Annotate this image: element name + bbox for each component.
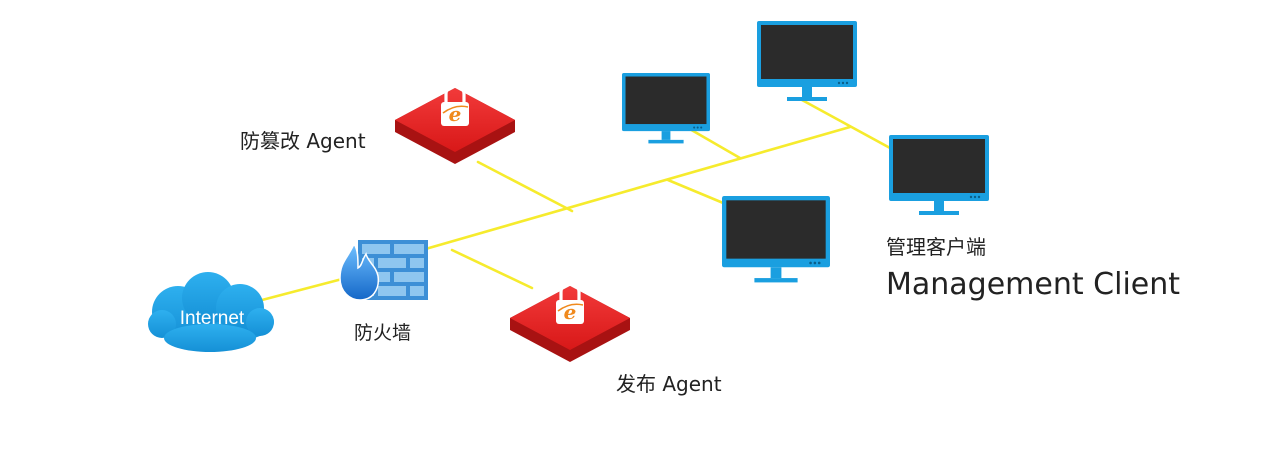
network-links <box>260 98 892 302</box>
link-client-1 <box>686 126 742 160</box>
monitor-icon <box>757 21 857 101</box>
firewall-node: 防火墙 <box>339 240 428 344</box>
publish-agent-node: 发布 Agent <box>508 281 722 396</box>
management-client-label-en: Management Client <box>886 267 1180 302</box>
management-client-label-cn: 管理客户端 <box>886 235 986 259</box>
firewall-label: 防火墙 <box>354 322 411 344</box>
monitor-icon <box>722 196 830 283</box>
link-client-3 <box>800 98 892 150</box>
tamper-agent-node: 防篡改 Agent <box>240 83 517 166</box>
link-publish-agent <box>450 248 534 290</box>
cloud-icon <box>148 272 274 352</box>
flame-icon <box>339 242 380 301</box>
lock-ie-icon <box>393 83 517 166</box>
tamper-agent-label: 防篡改 Agent <box>240 129 366 153</box>
management-client-node: 管理客户端 Management Client <box>622 21 1180 302</box>
link-backbone <box>420 125 852 252</box>
internet-node: Internet <box>148 272 274 352</box>
link-client-2 <box>666 178 730 207</box>
monitor-icon <box>889 135 989 215</box>
publish-agent-label: 发布 Agent <box>616 372 722 396</box>
link-tamper-agent <box>476 160 574 213</box>
internet-label: Internet <box>180 308 245 329</box>
lock-ie-icon <box>508 281 632 364</box>
link-internet-firewall <box>260 276 348 302</box>
firewall-icon <box>339 240 428 301</box>
